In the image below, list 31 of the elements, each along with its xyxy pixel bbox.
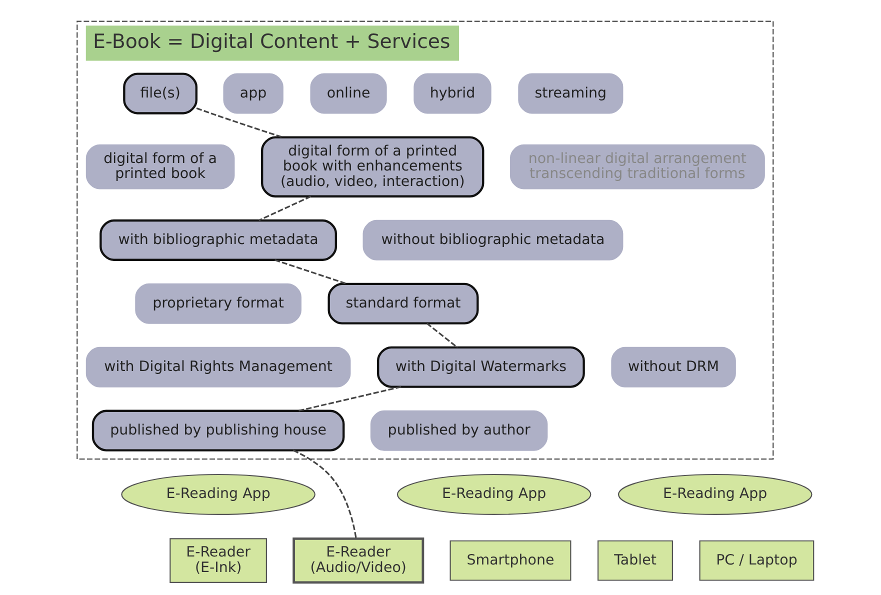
node-box: digital form of a printed book [85,144,234,190]
node-box: Smartphone [449,540,571,581]
node-ellipse: E-Reading App [396,474,591,516]
node-box: PC / Laptop [698,540,814,581]
node-box: online [310,73,386,114]
connector [258,196,311,222]
node-box: proprietary format [134,283,301,324]
node-box: published by author [370,410,548,451]
node-box: without DRM [610,346,736,388]
node-box: E-Reader (Audio/Video) [292,537,424,584]
connector [292,450,356,538]
node-box: hybrid [413,73,491,114]
node-box: file(s) [122,72,197,114]
node-ellipse: E-Reading App [617,474,812,516]
node-box: app [222,73,283,114]
connector [196,107,282,138]
node-box: streaming [518,73,623,114]
node-box: published by publishing house [91,410,344,452]
node-box: Tablet [597,540,672,581]
node-box: with bibliographic metadata [99,219,337,261]
connector [274,259,347,285]
connector [426,322,458,348]
node-box: with Digital Rights Management [85,346,350,388]
node-box: digital form of a printed book with enhancements (audio, video, interaction) [260,136,484,198]
node-box: non-linear digital arrangement transcending traditional forms [509,144,764,190]
node-box: with Digital Watermarks [376,346,584,388]
connector [298,386,401,412]
node-ellipse: E-Reading App [120,474,315,516]
node-box: without bibliographic metadata [362,220,623,260]
node-box: E-Reader (E-Ink) [169,538,266,583]
node-box: standard format [327,282,478,324]
